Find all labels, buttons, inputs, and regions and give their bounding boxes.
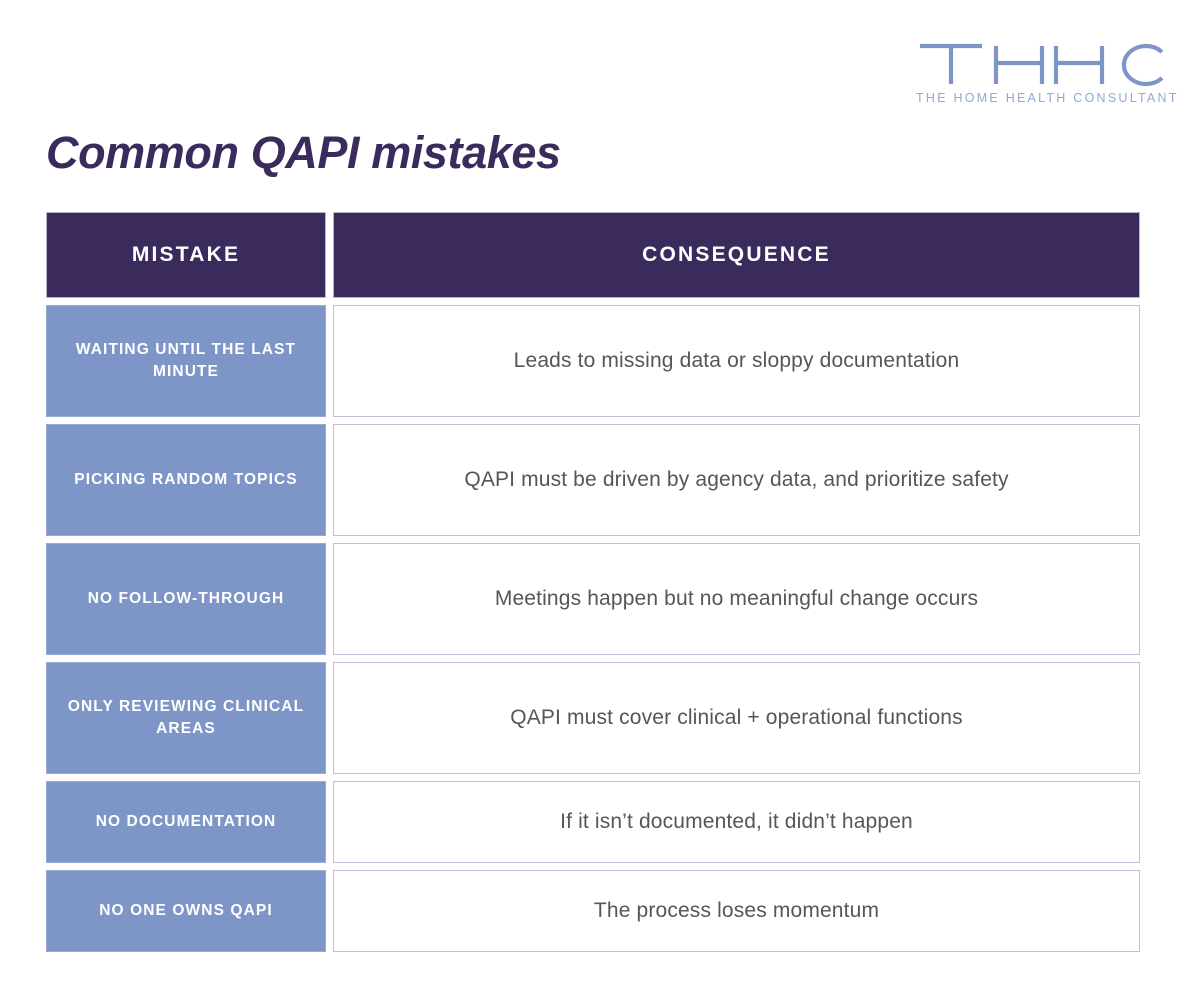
consequence-label: Leads to missing data or sloppy document… [513, 348, 960, 372]
column-header-consequence: CONSEQUENCE [333, 212, 1140, 298]
consequence-label: Meetings happen but no meaningful change… [494, 586, 979, 610]
mistake-label: NO ONE OWNS QAPI [99, 901, 273, 919]
column-header-mistake: MISTAKE [46, 212, 326, 298]
table-header-row: MISTAKE CONSEQUENCE [46, 212, 1140, 298]
table-row: PICKING RANDOM TOPICS QAPI must be drive… [46, 424, 1140, 536]
mistake-label: NO DOCUMENTATION [95, 812, 277, 830]
cell-consequence: QAPI must be driven by agency data, and … [333, 424, 1140, 536]
table-row: ONLY REVIEWING CLINICAL AREAS QAPI must … [46, 662, 1140, 774]
consequence-label: If it isn’t documented, it didn’t happen [560, 809, 913, 833]
mistake-label: WAITING UNTIL THE LAST MINUTE [75, 340, 297, 380]
consequence-label: The process loses momentum [593, 898, 880, 922]
table-row: NO DOCUMENTATION If it isn’t documented,… [46, 781, 1140, 863]
cell-consequence: If it isn’t documented, it didn’t happen [333, 781, 1140, 863]
cell-mistake: WAITING UNTIL THE LAST MINUTE [46, 305, 326, 417]
mistake-label: PICKING RANDOM TOPICS [74, 470, 298, 488]
table-row: NO ONE OWNS QAPI The process loses momen… [46, 870, 1140, 952]
qapi-mistakes-table: MISTAKE CONSEQUENCE WAITING UNTIL THE LA… [46, 212, 1140, 952]
mistake-label: NO FOLLOW-THROUGH [87, 589, 285, 607]
table-row: NO FOLLOW-THROUGH Meetings happen but no… [46, 543, 1140, 655]
cell-mistake: NO ONE OWNS QAPI [46, 870, 326, 952]
cell-consequence: The process loses momentum [333, 870, 1140, 952]
brand-logo: THE HOME HEALTH CONSULTANT [916, 36, 1179, 105]
thhc-logo-icon [920, 43, 1164, 87]
cell-mistake: PICKING RANDOM TOPICS [46, 424, 326, 536]
column-header-consequence-label: CONSEQUENCE [642, 243, 831, 267]
cell-consequence: Meetings happen but no meaningful change… [333, 543, 1140, 655]
brand-tagline: THE HOME HEALTH CONSULTANT [916, 91, 1179, 105]
consequence-label: QAPI must be driven by agency data, and … [464, 467, 1009, 491]
cell-mistake: NO FOLLOW-THROUGH [46, 543, 326, 655]
consequence-label: QAPI must cover clinical + operational f… [510, 705, 963, 729]
table-row: WAITING UNTIL THE LAST MINUTE Leads to m… [46, 305, 1140, 417]
cell-mistake: NO DOCUMENTATION [46, 781, 326, 863]
column-header-mistake-label: MISTAKE [131, 243, 241, 267]
cell-mistake: ONLY REVIEWING CLINICAL AREAS [46, 662, 326, 774]
page-title: Common QAPI mistakes [46, 127, 561, 178]
cell-consequence: QAPI must cover clinical + operational f… [333, 662, 1140, 774]
mistake-label: ONLY REVIEWING CLINICAL AREAS [67, 697, 305, 737]
cell-consequence: Leads to missing data or sloppy document… [333, 305, 1140, 417]
